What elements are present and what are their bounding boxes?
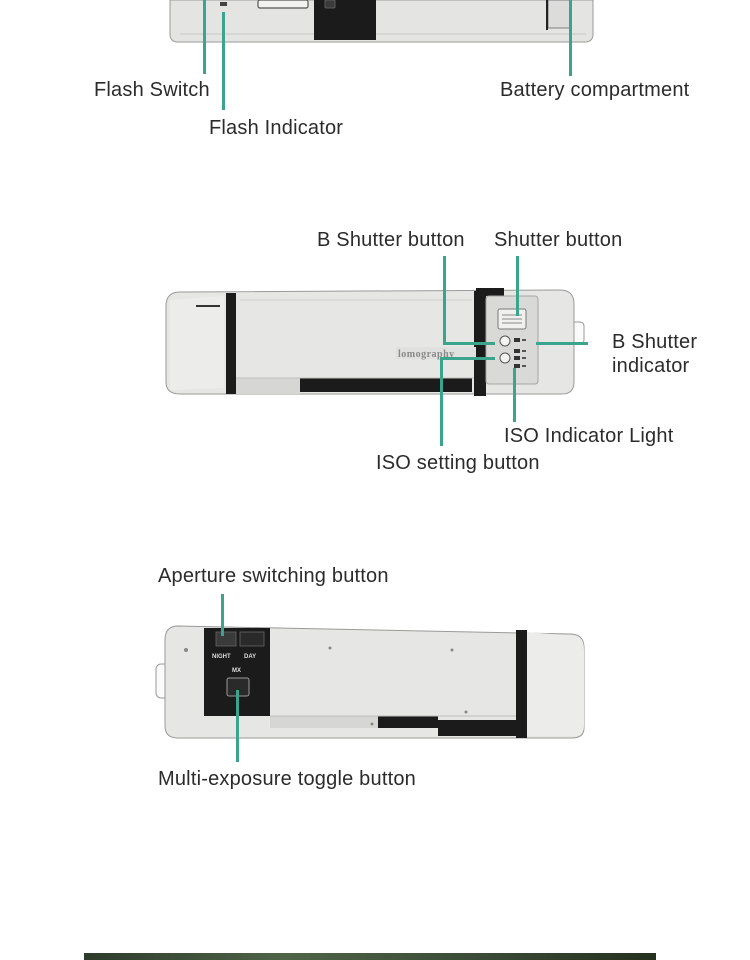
- aperture-switching-button-label: Aperture switching button: [158, 564, 389, 588]
- multi-exposure-toggle-button-leader: [236, 690, 239, 762]
- day-marking: DAY: [244, 654, 256, 660]
- aperture-switching-button-leader: [221, 594, 224, 636]
- photo-strip: [84, 953, 656, 960]
- night-marking: NIGHT: [212, 654, 231, 660]
- multi-exposure-toggle-button-label: Multi-exposure toggle button: [158, 767, 416, 791]
- aperture-switch-shape: [216, 632, 236, 646]
- mx-marking: MX: [232, 668, 241, 674]
